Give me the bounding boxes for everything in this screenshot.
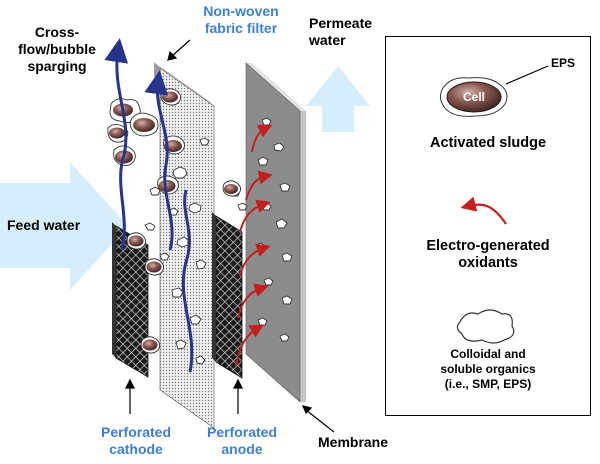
crossflow-label: Cross- flow/bubble sparging <box>12 24 102 75</box>
permeate-label-line: water <box>309 32 346 48</box>
anode-label-line: anode <box>221 441 263 457</box>
legend-oxidant-arrow <box>460 196 507 225</box>
crossflow-label-line: flow/bubble <box>18 41 96 57</box>
cathode-label-line: Perforated <box>100 424 172 440</box>
crossflow-label-line: sparging <box>27 58 87 74</box>
label-pointers <box>125 39 335 433</box>
fabric-filter-label-line: Non-woven <box>203 3 279 19</box>
cathode-label-line: cathode <box>109 441 163 457</box>
anode-label: Perforated anode <box>202 424 282 458</box>
legend-cell-label: Cell <box>462 90 485 104</box>
legend-organics-label: Colloidal and soluble organics (i.e., SM… <box>385 347 591 392</box>
legend-eps-label: EPS <box>551 56 576 70</box>
legend-organics-line: Colloidal and <box>450 347 526 361</box>
fabric-filter-label-line: fabric filter <box>204 20 278 36</box>
cathode-label: Perforated cathode <box>96 424 176 458</box>
legend-oxidants-line: oxidants <box>458 255 518 271</box>
legend-organics-line: soluble organics <box>440 362 536 376</box>
legend-sludge-label: Activated sludge <box>429 135 547 151</box>
membrane-label: Membrane <box>318 434 389 450</box>
legend-box <box>385 36 591 416</box>
legend-oxidants-line: Electro-generated <box>426 238 550 254</box>
membrane-panel <box>245 62 306 403</box>
anode-label-line: Perforated <box>206 424 278 440</box>
legend-oxidants-label: Electro-generated oxidants <box>385 238 591 272</box>
permeate-water-arrow <box>306 66 370 132</box>
legend-organics-line: (i.e., SMP, EPS) <box>444 377 532 391</box>
crossflow-label-line: Cross- <box>34 24 80 40</box>
anode-panel <box>212 212 243 379</box>
permeate-label: Permeate water <box>309 15 372 49</box>
feed-water-arrow <box>0 162 128 290</box>
permeate-label-line: Permeate <box>309 15 373 31</box>
sparging-arrows <box>104 38 194 373</box>
legend-colloid-icon <box>456 309 515 344</box>
legend-cell-icon <box>439 65 549 117</box>
oxidant-arrows <box>235 124 273 367</box>
fabric-filter-label: Non-woven fabric filter <box>186 3 296 37</box>
colloid-particles <box>144 137 210 365</box>
feed-water-label: Feed water <box>7 217 81 233</box>
fabric-filter-panel <box>154 62 215 429</box>
